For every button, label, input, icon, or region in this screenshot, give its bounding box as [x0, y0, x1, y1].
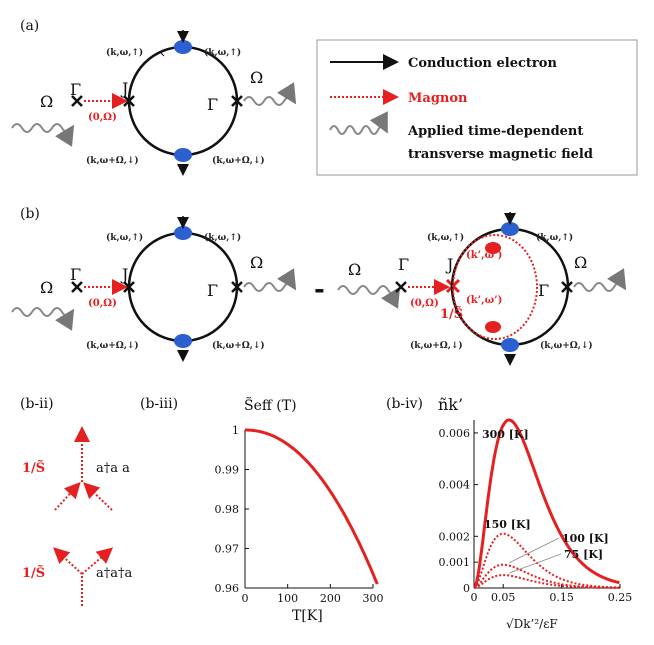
omega-label-b-right: Ω	[250, 253, 263, 272]
label-down-b2-right: (k,ω+Ω,↓)	[540, 340, 593, 351]
chart2-x-tick-label: 0	[471, 591, 478, 604]
chart2-x-tick-label: 0.25	[608, 591, 633, 604]
chart2-x-tick-label: 0.05	[491, 591, 516, 604]
gamma-left: Γ	[70, 80, 81, 99]
legend-field-line1: Applied time-dependent	[407, 124, 583, 139]
chart2-series-line	[473, 418, 620, 589]
chart2-xlabel: √Dk’²/εF	[506, 617, 558, 631]
chart2-series-label: 300 [K]	[482, 428, 529, 441]
field-wave-in	[11, 123, 75, 147]
minus-sign: -	[314, 275, 325, 305]
chart1-x-tick-label: 0	[242, 592, 249, 605]
legend: Conduction electron Magnon Applied time-…	[316, 39, 638, 176]
omega-label-b2-right: Ω	[574, 253, 587, 272]
gamma-b2-left: Γ	[398, 255, 409, 274]
chart1-y-tick-label: 0.98	[215, 503, 240, 516]
legend-field-line2: transverse magnetic field	[408, 147, 593, 162]
chart-seff: 1 0.99 0.98 0.97 0.960 100 200 300	[215, 424, 384, 605]
label-down-b-right: (k,ω+Ω,↓)	[212, 340, 265, 351]
label-up-right: (k,ω,↑)	[204, 47, 241, 58]
vertex-cross-left	[71, 95, 83, 107]
label-up-b-right: (k,ω,↑)	[204, 232, 241, 243]
legend-magnon-text: Magnon	[408, 91, 468, 106]
magnon-momentum: (0,Ω)	[88, 112, 117, 123]
inv-s-upper: 1/S̃	[22, 460, 45, 476]
inv-s-lower: 1/S̃	[22, 565, 45, 581]
chart-nk: 0.006 0.004 0.002 0.001 00 0.05 0.15 0.25 300 [K…	[439, 418, 633, 604]
label-up-b2-right: (k,ω,↑)	[536, 232, 573, 243]
diagram-b-left: Ω Γ (0,Ω) J (k,ω,↑) (k,ω,↑) (k,ω+Ω,↓) (k…	[11, 216, 297, 362]
magnon-momentum-b2: (0,Ω)	[410, 298, 439, 309]
chart1-y-tick-label: 0.99	[215, 464, 240, 477]
field-wave-out	[243, 82, 297, 106]
field-wave-in-b	[11, 307, 75, 331]
chart2-series-line	[474, 574, 620, 589]
chart2-y-tick-label: 0	[463, 582, 470, 595]
label-up-left: (k,ω,↑)	[106, 47, 143, 58]
label-down-b2-left: (k,ω+Ω,↓)	[410, 340, 463, 351]
j-label: J	[120, 79, 128, 98]
j-label-b: J	[120, 265, 128, 284]
diagram-b-right: Ω Γ (0,Ω) J 1/S̃ (k’,ω’) (k’,ω’) (k,ω,↑)…	[337, 212, 627, 366]
chart2-series-label: 100 [K]	[562, 532, 609, 545]
ops-lower: a†a†a	[96, 566, 133, 581]
legend-conduction-text: Conduction electron	[408, 56, 557, 71]
omega-label-b2-left: Ω	[348, 260, 361, 279]
chart2-x-tick-label: 0.15	[549, 591, 574, 604]
chart1-y-tick-label: 0.96	[215, 582, 240, 595]
legend-field-wave	[329, 111, 388, 135]
panel-label-a: (a)	[20, 18, 39, 34]
electron-loop	[127, 45, 239, 157]
vertex-cross-right	[231, 95, 243, 107]
chart2-y-tick-label: 0.002	[439, 530, 471, 543]
chart1-y-tick-label: 1	[232, 424, 239, 437]
spin-down-bottom	[174, 148, 192, 162]
panel-label-b-iii: (b-iii)	[140, 396, 178, 412]
panel-label-b-iv: (b-iv)	[386, 396, 423, 412]
omega-label-right: Ω	[250, 68, 263, 87]
chart1-x-tick-label: 100	[277, 592, 298, 605]
ops-upper: a†a a	[96, 461, 130, 476]
panel-label-b-ii: (b-ii)	[20, 396, 54, 412]
panel-label-b: (b)	[20, 206, 40, 222]
chart1-series-line	[245, 428, 379, 585]
label-up-b2-left: (k,ω,↑)	[427, 232, 464, 243]
chart1-x-tick-label: 300	[363, 592, 384, 605]
chart2-y-tick-label: 0.006	[439, 427, 471, 440]
k-omega-prime-mid: (k’,ω’)	[466, 295, 502, 306]
diagram-a: Ω Γ (0,Ω) J (k,ω,↑) (k,ω,↑) (k,ω+Ω,↓) (k…	[11, 30, 297, 176]
magnon-inner-loop	[452, 234, 538, 340]
label-up-b-left: (k,ω,↑)	[106, 232, 143, 243]
magnon-momentum-b: (0,Ω)	[88, 298, 117, 309]
label-down-b-left: (k,ω+Ω,↓)	[86, 340, 139, 351]
k-omega-prime-top: (k’,ω’)	[466, 250, 502, 261]
chart2-leader-line	[509, 553, 562, 574]
chart2-y-tick-label: 0.001	[439, 556, 471, 569]
omega-label-b-left: Ω	[40, 278, 53, 297]
chart2-series-label: 150 [K]	[484, 518, 531, 531]
gamma-right: Γ	[207, 95, 218, 114]
chart2-y-tick-label: 0.004	[439, 479, 471, 492]
chart2-series-label: 75 [K]	[564, 548, 603, 561]
label-down-right: (k,ω+Ω,↓)	[212, 155, 265, 166]
gamma-b2-right: Γ	[538, 281, 549, 300]
label-down-left: (k,ω+Ω,↓)	[86, 155, 139, 166]
chart2-leader-line	[509, 537, 560, 564]
vertex-diagrams: 1/S̃ a†a a 1/S̃ a†a†a	[22, 426, 133, 606]
spin-up-top	[174, 40, 192, 54]
j-label-b2: J	[445, 255, 453, 274]
chart1-x-tick-label: 200	[320, 592, 341, 605]
gamma-b-left: Γ	[70, 265, 81, 284]
omega-label-left: Ω	[40, 92, 53, 111]
chart1-xlabel: T[K]	[292, 608, 323, 624]
chart1-y-tick-label: 0.97	[215, 543, 240, 556]
chart2-title: ñk’	[438, 395, 463, 414]
gamma-b-right: Γ	[207, 281, 218, 300]
chart1-title: S̃eff (T)	[244, 396, 297, 414]
